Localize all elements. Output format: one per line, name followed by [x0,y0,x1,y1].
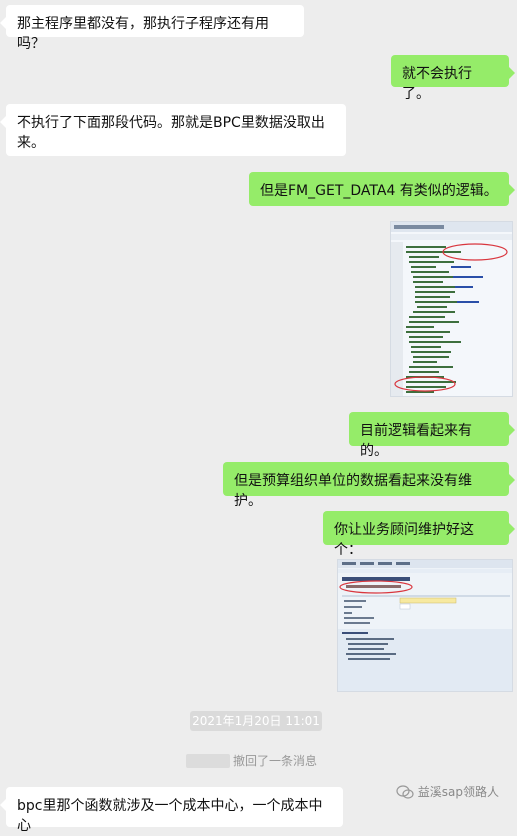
wechat-logo-icon [396,784,414,799]
watermark: 益溪sap领路人 [396,783,499,800]
message-bubble-self[interactable]: 但是预算组织单位的数据看起来没有维护。 [223,462,515,509]
message-text: 就不会执行了。 [402,66,472,102]
message-bubble-self[interactable]: 你让业务顾问维护好这个： [323,511,515,558]
message-bubble-self[interactable]: 但是FM_GET_DATA4 有类似的逻辑。 [249,172,515,206]
recall-notice: 撤回了一条消息 [186,752,317,770]
message-text: bpc里那个函数就涉及一个成本中心，一个成本中心 [17,798,323,834]
message-bubble-self[interactable]: 就不会执行了。 [391,55,515,102]
timestamp-label: 2021年1月20日 11:01 [190,711,322,731]
sap-screenshot-image[interactable] [337,559,513,692]
message-text: 不执行了下面那段代码。那就是BPC里数据没取出来。 [17,115,325,151]
message-text: 目前逻辑看起来有的。 [360,423,472,459]
message-text: 但是预算组织单位的数据看起来没有维护。 [234,473,472,509]
message-text: 但是FM_GET_DATA4 有类似的逻辑。 [260,183,498,199]
sap-transaction-thumbnail [338,560,512,691]
message-bubble-other[interactable]: 不执行了下面那段代码。那就是BPC里数据没取出来。 [0,104,346,156]
message-bubble-self[interactable]: 目前逻辑看起来有的。 [349,412,515,459]
code-screenshot-image[interactable] [390,221,513,397]
code-editor-thumbnail [391,222,512,396]
recall-text: 撤回了一条消息 [233,754,318,768]
blurred-username [186,754,230,768]
message-bubble-other[interactable]: bpc里那个函数就涉及一个成本中心，一个成本中心 [0,787,343,834]
message-text: 你让业务顾问维护好这个： [334,522,474,558]
watermark-text: 益溪sap领路人 [417,785,499,799]
message-text: 那主程序里都没有，那执行子程序还有用吗？ [17,16,269,52]
message-bubble-other[interactable]: 那主程序里都没有，那执行子程序还有用吗？ [0,5,304,52]
